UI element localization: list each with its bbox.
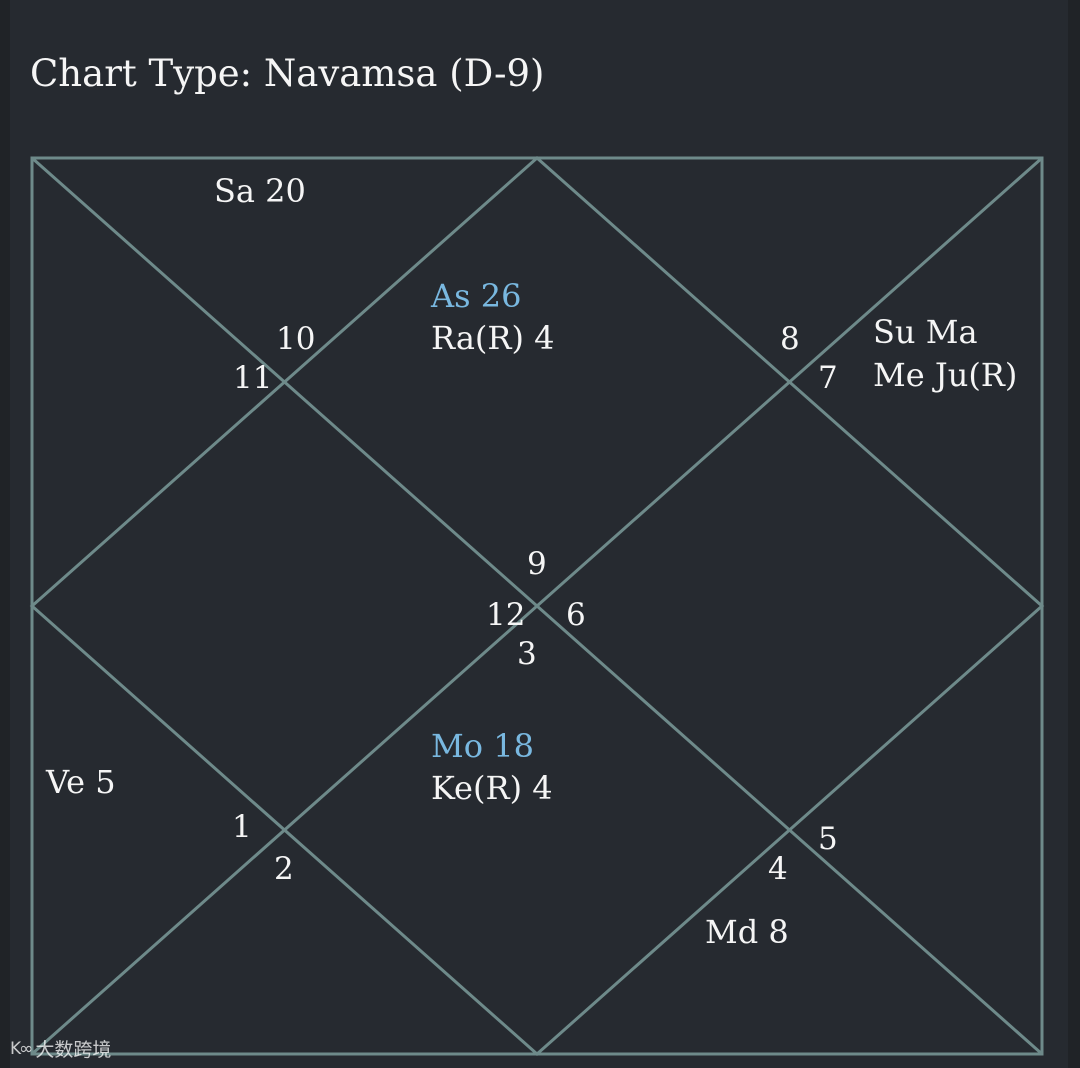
planet-rahu: Ra(R) 4 bbox=[431, 319, 555, 357]
house-number-2: 2 bbox=[274, 851, 294, 887]
planet-ketu: Ke(R) 4 bbox=[431, 769, 553, 807]
house-number-9: 9 bbox=[527, 546, 547, 582]
planet-saturn: Sa 20 bbox=[214, 172, 306, 210]
chart-diagonal-anti bbox=[31, 156, 1043, 1056]
planet-venus: Ve 5 bbox=[46, 763, 116, 801]
house-number-11: 11 bbox=[233, 360, 273, 396]
chart-panel bbox=[10, 0, 1068, 1068]
house-number-7: 7 bbox=[818, 360, 838, 396]
house-number-4: 4 bbox=[768, 851, 788, 887]
house-number-1: 1 bbox=[232, 809, 252, 845]
watermark: K∞ 大数跨境 bbox=[10, 1035, 111, 1062]
watermark-text: 大数跨境 bbox=[35, 1039, 112, 1061]
house-number-10: 10 bbox=[276, 321, 316, 357]
planet-moon: Mo 18 bbox=[431, 727, 534, 765]
house-number-12: 12 bbox=[486, 597, 526, 633]
house-number-3: 3 bbox=[517, 636, 537, 672]
point-mandi: Md 8 bbox=[705, 913, 789, 951]
house-number-8: 8 bbox=[780, 321, 800, 357]
house-number-5: 5 bbox=[818, 821, 838, 857]
planets-sun-mars: Su Ma bbox=[873, 313, 978, 351]
planets-mercury-jupiter: Me Ju(R) bbox=[873, 356, 1018, 394]
house-number-6: 6 bbox=[566, 597, 586, 633]
watermark-logo-icon: K∞ bbox=[10, 1038, 33, 1059]
chart-title: Chart Type: Navamsa (D-9) bbox=[30, 52, 545, 95]
ascendant-label: As 26 bbox=[431, 277, 522, 315]
chart-inner-diamond bbox=[29, 155, 1045, 1057]
